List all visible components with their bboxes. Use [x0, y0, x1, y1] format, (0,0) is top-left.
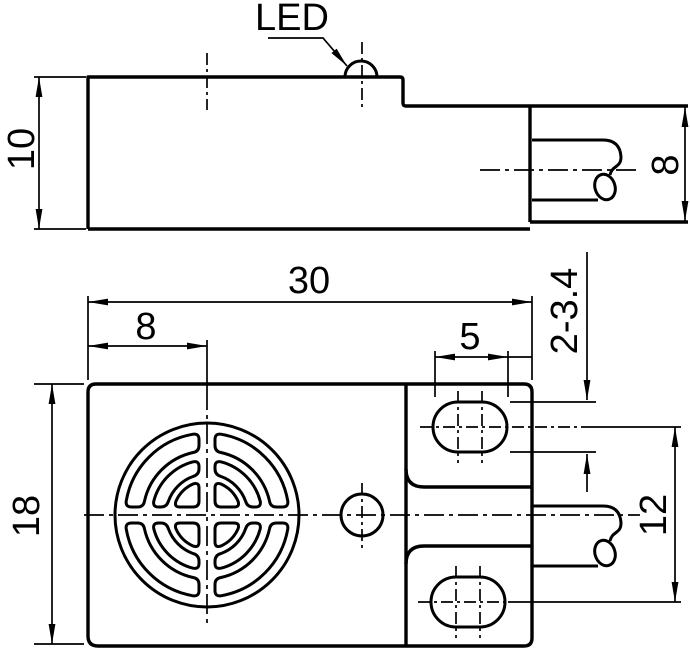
- dim-face-offset-label: 8: [135, 306, 156, 348]
- dim-top-height: 10: [1, 76, 86, 230]
- slot-top-centerlines: [420, 391, 592, 463]
- notch-top-edge: [404, 468, 532, 489]
- led-label: LED: [255, 0, 329, 39]
- dim-slot-size-label: 2-3.4: [544, 268, 586, 355]
- led-dome: [343, 59, 379, 78]
- notch-bottom-edge: [404, 544, 532, 565]
- slot-bottom-centerlines: [418, 566, 508, 638]
- sensing-face-slot: [152, 521, 201, 570]
- cable-front-view: [532, 504, 623, 568]
- led-leader-line: [268, 37, 348, 67]
- top-view-body-outline: [86, 75, 688, 231]
- sensing-face: [113, 421, 301, 609]
- front-view-body-outline: [86, 382, 534, 648]
- sensing-face-slot: [124, 432, 201, 509]
- dim-overall-height: 18: [6, 383, 84, 645]
- dim-overall-width-label: 30: [288, 260, 330, 302]
- sensing-face-slot: [173, 521, 201, 549]
- sensing-face-slots: [124, 432, 290, 598]
- top-view: LED 10 8: [1, 0, 689, 231]
- sensing-face-slot: [124, 521, 201, 598]
- dim-overall-height-label: 18: [6, 495, 48, 537]
- dim-connector-height-label: 8: [645, 154, 687, 175]
- dim-overall-width: 30: [87, 260, 533, 380]
- dim-top-height-label: 10: [1, 128, 43, 170]
- dim-slot-spacing-label: 12: [633, 494, 675, 536]
- sensing-face-slot: [213, 460, 262, 509]
- dim-connector-height: 8: [645, 107, 689, 221]
- cable-top-view: [532, 138, 623, 202]
- sensing-face-slot: [173, 481, 201, 509]
- dim-slot-width: 5: [434, 316, 532, 397]
- sensing-face-slot: [213, 432, 290, 509]
- sensing-face-slot: [213, 521, 262, 570]
- sensing-face-slot: [213, 521, 290, 598]
- sensing-face-slot: [213, 521, 241, 549]
- front-view: 30 8 5 2-3.4 18 12: [6, 252, 681, 648]
- dim-slot-spacing: 12: [508, 426, 681, 603]
- sensing-face-slot: [152, 460, 201, 509]
- dim-slot-width-label: 5: [459, 316, 480, 358]
- sensing-face-slot: [213, 481, 241, 509]
- dim-face-offset: 8: [88, 306, 207, 350]
- dim-slot-size: 2-3.4: [510, 252, 596, 492]
